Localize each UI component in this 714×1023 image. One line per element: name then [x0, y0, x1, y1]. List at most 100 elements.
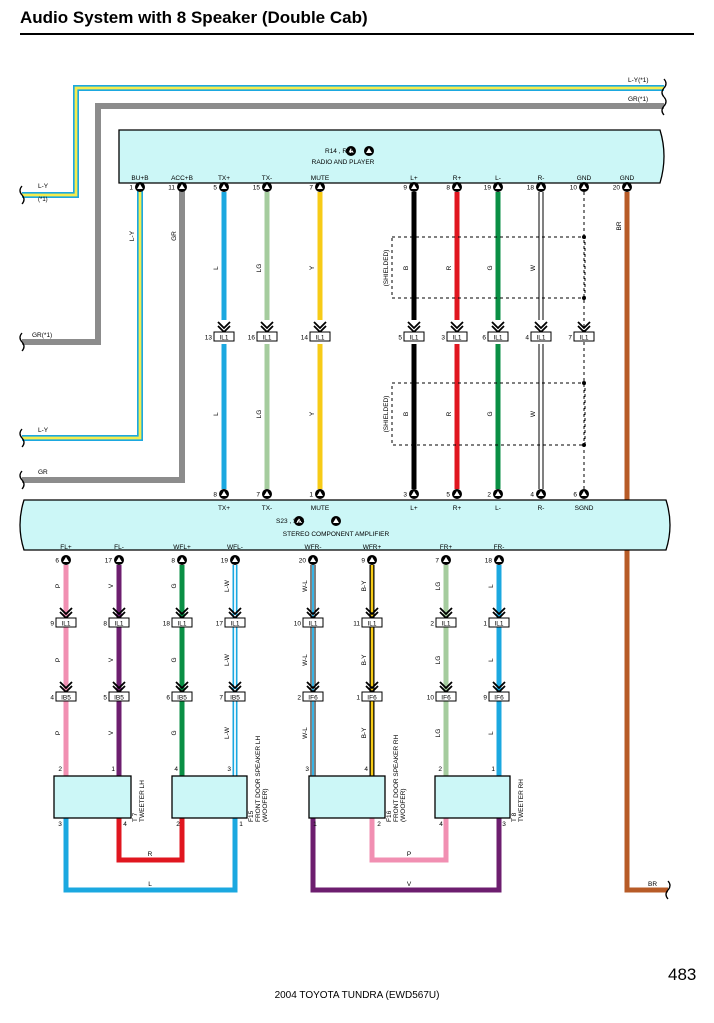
- speaker-pin-number: 2: [377, 821, 381, 828]
- chevron-down-icon: [175, 681, 189, 690]
- amp-bottom-pin-label: WFR+: [363, 544, 382, 551]
- chevron-down-icon: [407, 321, 421, 330]
- chevron-down-icon: [491, 321, 505, 330]
- amp-bottom-pin-label: FR+: [440, 544, 453, 551]
- pin-arrow-icon: [496, 557, 502, 562]
- pin-number: 1: [309, 492, 313, 499]
- speaker-box: [171, 775, 248, 819]
- speaker-pin-number: 1: [313, 821, 317, 828]
- wire-break-mark: [19, 332, 25, 352]
- connector-code: IL1: [441, 620, 450, 627]
- speaker-box: [308, 775, 386, 819]
- pin-number: 6: [55, 558, 59, 565]
- page-number: 483: [668, 965, 697, 984]
- pin-arrow-icon: [221, 184, 227, 189]
- shield-junction: [582, 296, 586, 300]
- wire-br-ground: [624, 192, 668, 893]
- wire-name: L: [488, 658, 495, 662]
- amp-bottom-pin-label: FR-: [494, 544, 505, 551]
- badge-arrow: [333, 518, 339, 523]
- chevron-down-icon: [217, 321, 231, 330]
- shield-dashes-layer: [391, 192, 586, 489]
- amp-top-pin-label: MUTE: [311, 505, 330, 512]
- badge-arrow: [348, 148, 354, 153]
- pin-number: 6: [573, 492, 577, 499]
- pin-arrow-icon: [495, 491, 501, 496]
- wire-bottom-P: [369, 818, 449, 863]
- wire-name: Y: [309, 265, 316, 270]
- radio-pin-label: L-: [495, 175, 501, 182]
- pin-arrow-icon: [495, 184, 501, 189]
- pin-number: 19: [221, 558, 229, 565]
- amp-bottom-pin-label: WFL+: [173, 544, 191, 551]
- amp-code-icon: [294, 516, 304, 526]
- wire-name: G: [487, 265, 494, 270]
- amp-bottom-pin: [494, 555, 504, 565]
- radio-pin: [219, 182, 229, 192]
- chevron-down-icon: [112, 681, 126, 690]
- wire-name: V: [108, 583, 115, 588]
- speaker-pin-number: 4: [364, 766, 368, 773]
- speaker-box: [53, 775, 132, 819]
- wire-label-right-gr: GR(*1): [628, 96, 648, 103]
- shield-box: [391, 382, 586, 446]
- connector-pin-number: 2: [430, 620, 434, 627]
- pin-arrow-icon: [369, 557, 375, 562]
- connector-box: [573, 331, 595, 342]
- connector-pin-number: 4: [525, 334, 529, 341]
- wire-name: B: [403, 266, 410, 270]
- amp-bottom-pin-label: WFR-: [305, 544, 322, 551]
- connector-box: [224, 617, 246, 628]
- wire-bottom-V: [310, 818, 502, 893]
- connector-pin-number: 1: [356, 694, 360, 701]
- pin-arrow-icon: [443, 557, 449, 562]
- wire-label-right-ly: L-Y(*1): [628, 77, 649, 84]
- radio-pin: [315, 182, 325, 192]
- connector-code: IL1: [493, 334, 502, 341]
- wire-name: G: [171, 730, 178, 735]
- pin-number: 17: [105, 558, 113, 565]
- pin-number: 9: [403, 185, 407, 192]
- amp-top-pin: [579, 489, 589, 499]
- amp-bottom-pin: [230, 555, 240, 565]
- wire-name: P: [55, 658, 62, 662]
- connector-pin-number: 10: [427, 694, 435, 701]
- chevron-down-icon: [534, 321, 548, 330]
- radio-pin-label: TX+: [218, 175, 230, 182]
- amp-title: STEREO COMPONENT AMPLIFIER: [283, 531, 390, 538]
- amp-top-pin: [262, 489, 272, 499]
- wire-name: G: [171, 657, 178, 662]
- connector-box: [435, 691, 457, 702]
- wire-label-right-br: BR: [648, 881, 657, 888]
- pin-arrow-icon: [454, 184, 460, 189]
- chevron-down-icon: [450, 321, 464, 330]
- wire-break-mark: [661, 78, 667, 98]
- speaker-pin-number: 4: [439, 821, 443, 828]
- badge-arrow: [296, 518, 302, 523]
- radio-pin: [536, 182, 546, 192]
- amp-top-pin-label: TX+: [218, 505, 230, 512]
- connector-box: [213, 331, 235, 342]
- pin-arrow-icon: [411, 184, 417, 189]
- radio-pin-label: GND: [620, 175, 635, 182]
- pin-arrow-icon: [581, 184, 587, 189]
- connector-box: [108, 617, 130, 628]
- connector-code: IL1: [61, 620, 70, 627]
- pin-number: 2: [487, 492, 491, 499]
- title-rule: [20, 33, 694, 35]
- connector-box: [361, 691, 383, 702]
- radio-pin: [135, 182, 145, 192]
- connector-box: [171, 617, 193, 628]
- amp-top-pin: [452, 489, 462, 499]
- connector-code: IL1: [219, 334, 228, 341]
- connector-code: IB5: [114, 694, 124, 701]
